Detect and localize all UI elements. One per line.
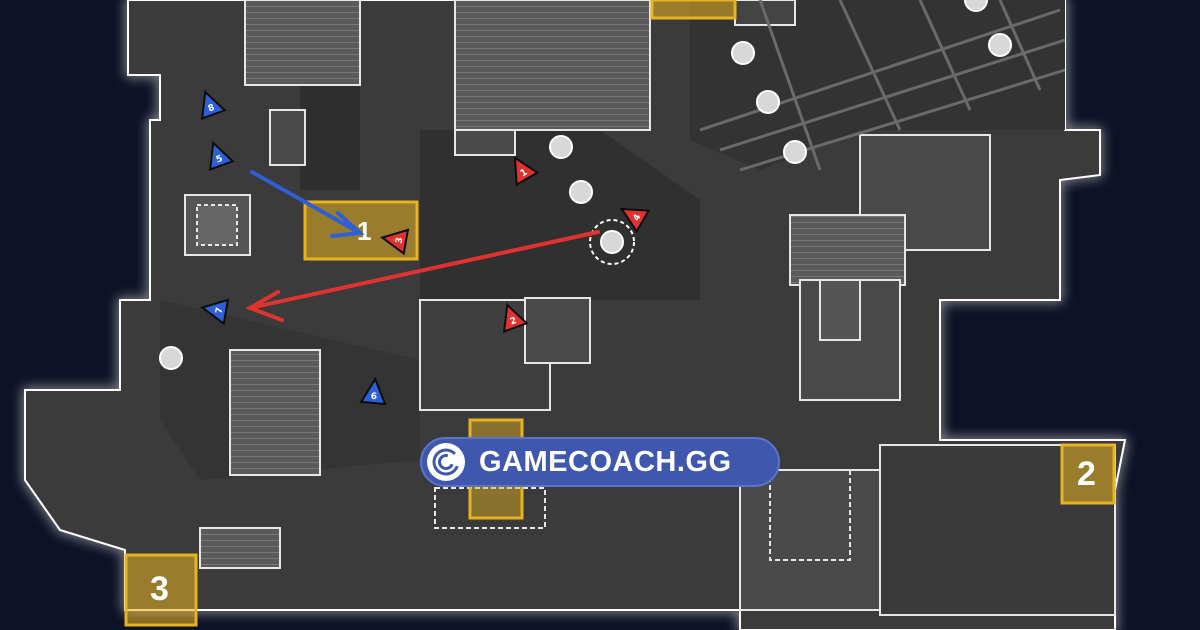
zone-label: 3 xyxy=(150,570,169,608)
svg-text:6: 6 xyxy=(370,392,377,403)
svg-text:4: 4 xyxy=(632,213,644,223)
map-structures xyxy=(184,0,1116,616)
pillars xyxy=(159,0,1012,370)
objective-zone-3: 3 xyxy=(124,553,198,627)
svg-text:1: 1 xyxy=(519,168,529,180)
blue-marker: 8 xyxy=(200,89,227,120)
red-route-arrow xyxy=(245,230,600,322)
svg-text:8: 8 xyxy=(207,103,216,115)
pillar-ring xyxy=(589,219,635,265)
gamecoach-brand-badge[interactable]: GAMECOACH.GG xyxy=(420,437,780,487)
svg-text:3: 3 xyxy=(394,237,405,245)
gamecoach-logo-icon xyxy=(427,443,465,481)
red-marker: 4 xyxy=(619,207,651,234)
zone-label: 1 xyxy=(357,216,371,246)
blue-marker: 6 xyxy=(359,376,387,406)
svg-text:5: 5 xyxy=(215,154,224,166)
red-marker: 2 xyxy=(502,302,529,333)
blue-markers: 8 5 7 6 xyxy=(200,89,387,406)
blue-marker: 7 xyxy=(200,298,230,326)
red-marker: 1 xyxy=(513,155,540,187)
red-markers: 1 4 3 2 xyxy=(380,155,651,333)
svg-text:7: 7 xyxy=(214,307,225,315)
zone-label: 2 xyxy=(1077,455,1096,493)
blue-marker: 5 xyxy=(208,140,235,171)
svg-text:2: 2 xyxy=(509,316,518,328)
brand-name: GAMECOACH.GG xyxy=(479,445,732,478)
red-marker: 3 xyxy=(380,228,410,256)
objective-zone-2: 2 xyxy=(1060,443,1116,505)
objective-zone-top xyxy=(650,0,737,20)
blue-route-arrow xyxy=(250,170,365,238)
